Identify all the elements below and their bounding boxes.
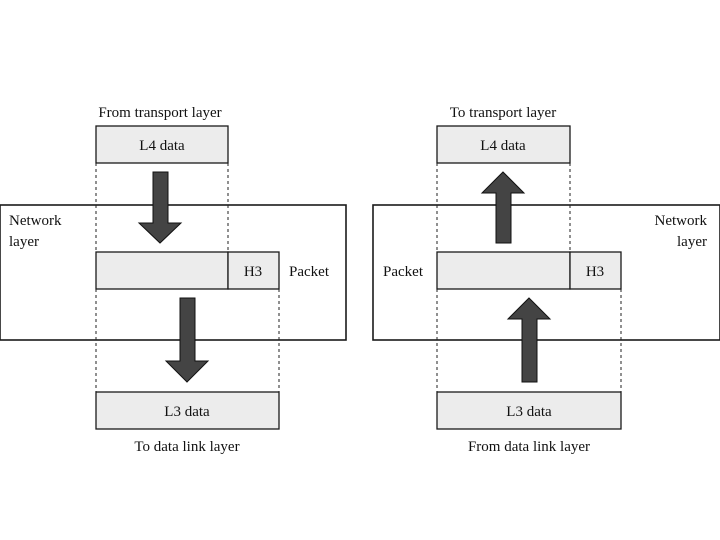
sender-layer-label-line2: layer [9, 234, 39, 250]
receiver-l3-data-label: L3 data [506, 404, 552, 420]
receiver-diagram: To transport layer L4 data Network layer… [372, 105, 720, 455]
sender-l3-data-label: L3 data [164, 404, 210, 420]
receiver-layer-label-line2: layer [677, 234, 707, 250]
receiver-l4-data-box [436, 125, 571, 164]
receiver-packet-data [436, 251, 571, 290]
sender-down-arrow-1 [137, 171, 183, 244]
sender-layer-label-line1: Network [9, 213, 62, 229]
receiver-l4-data-label: L4 data [480, 138, 526, 154]
receiver-header-label: H3 [586, 264, 604, 280]
sender-destination-label: To data link layer [134, 439, 239, 455]
receiver-l3-data-box [436, 391, 622, 430]
receiver-up-arrow-2 [506, 297, 552, 383]
receiver-layer-label-line1: Network [655, 213, 708, 229]
sender-l3-data-box [95, 391, 280, 430]
sender-packet-header [227, 251, 280, 290]
receiver-source-label: From data link layer [468, 439, 590, 455]
receiver-packet-header [569, 251, 622, 290]
sender-diagram: From transport layer L4 data Network lay… [0, 105, 347, 455]
sender-down-arrow-2 [164, 297, 210, 383]
sender-header-label: H3 [244, 264, 262, 280]
sender-source-label: From transport layer [98, 105, 221, 121]
receiver-up-arrow-1 [480, 171, 526, 244]
sender-l4-data-label: L4 data [139, 138, 185, 154]
sender-packet-data [95, 251, 229, 290]
sender-packet-label: Packet [289, 264, 330, 280]
receiver-packet-label: Packet [383, 264, 424, 280]
sender-l4-data-box [95, 125, 229, 164]
receiver-destination-label: To transport layer [450, 105, 556, 121]
